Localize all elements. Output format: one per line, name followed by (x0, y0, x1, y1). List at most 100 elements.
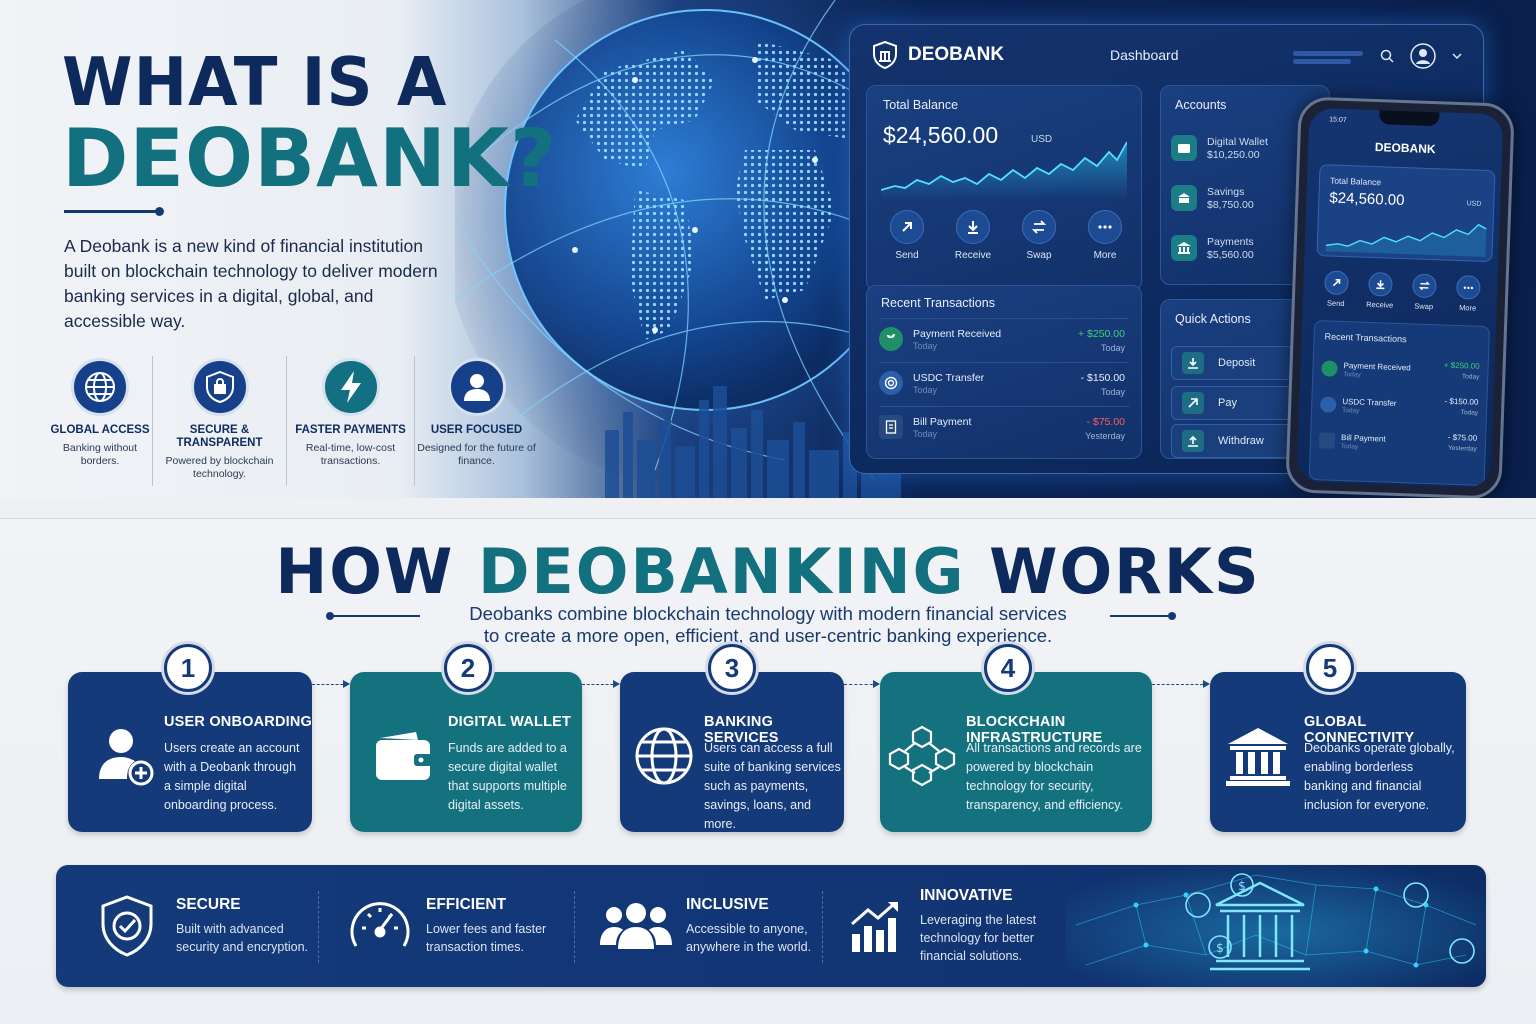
account-value: $10,250.00 (1207, 148, 1260, 161)
feature-desc: Designed for the future of finance. (417, 442, 536, 467)
step-card-global-connectivity: 5 GLOBAL CONNECTIVITY Deobanks operate g… (1210, 644, 1466, 832)
phone-sparkline (1325, 223, 1487, 257)
header-icons (1380, 43, 1462, 69)
hero-title-line2: DEOBANK? (62, 112, 558, 205)
globe-icon (626, 718, 702, 794)
piggy-bank-icon (1171, 185, 1197, 211)
account-item-digital-wallet[interactable]: Digital Wallet$10,250.00 (1171, 128, 1321, 168)
account-name: Payments (1207, 235, 1254, 248)
more-button[interactable]: More (1079, 210, 1131, 261)
arrow-up-right-icon (902, 222, 912, 232)
phone-receive-button[interactable]: Receive (1363, 271, 1398, 310)
account-name: Digital Wallet (1207, 135, 1268, 148)
step-number: 3 (708, 644, 756, 692)
step-title: DIGITAL WALLET (448, 714, 572, 730)
flow-arrow (844, 680, 880, 688)
transaction-name: USDC Transfer (913, 371, 985, 384)
lightning-icon (321, 358, 380, 416)
transaction-date: Today (913, 384, 938, 395)
header-bar (1293, 59, 1351, 64)
feature-global-access: GLOBAL ACCESS Banking without borders. (48, 356, 152, 486)
usdc-coin-icon (879, 370, 903, 395)
accounts-label: Accounts (1175, 98, 1227, 112)
feature-user-focused: USER FOCUSED Designed for the future of … (414, 356, 538, 486)
feature-title: SECURE & TRANSPARENT (176, 424, 263, 449)
dollar-icon: $ (1216, 941, 1224, 955)
quick-action-label: Withdraw (1218, 435, 1264, 447)
step-desc: Users can access a full suite of banking… (704, 741, 841, 831)
balance-amount: $24,560.00 (883, 122, 999, 148)
feature-desc: Banking without borders. (62, 442, 138, 467)
account-value: $5,560.00 (1207, 248, 1254, 261)
action-label: Swap (1026, 250, 1052, 261)
deposit-button[interactable]: Deposit (1171, 346, 1293, 380)
shield-check-icon (101, 895, 153, 957)
swap-button[interactable]: Swap (1013, 210, 1065, 261)
dollar-icon: $ (1238, 879, 1246, 893)
phone-balance-label: Total Balance (1329, 175, 1382, 188)
usdc-coin-icon (1319, 396, 1337, 413)
step-number: 2 (444, 644, 492, 692)
pay-button[interactable]: Pay (1171, 386, 1293, 420)
growth-chart-icon (851, 902, 898, 952)
hero-panel: WHAT IS A DEOBANK? A Deobank is a new ki… (0, 0, 1536, 498)
quick-actions-label: Quick Actions (1175, 312, 1251, 326)
account-value: $8,750.00 (1207, 198, 1254, 211)
header-bar (1293, 51, 1363, 56)
withdraw-button[interactable]: Withdraw (1171, 424, 1293, 458)
feature-row: GLOBAL ACCESS Banking without borders. S… (48, 356, 558, 486)
phone-more-button[interactable]: More (1451, 274, 1486, 313)
feature-secure-transparent: SECURE & TRANSPARENT Powered by blockcha… (152, 356, 286, 486)
avatar-icon[interactable] (1410, 43, 1436, 69)
chevron-down-icon[interactable] (1452, 52, 1462, 60)
total-balance-card: Total Balance $24,560.00 USD Send Receiv… (866, 85, 1142, 291)
feature-faster-payments: FASTER PAYMENTS Real-time, low-cost tran… (286, 356, 414, 486)
step-title: GLOBAL CONNECTIVITY (1304, 714, 1415, 746)
bank-building-icon (1220, 718, 1296, 794)
phone-screen: 15:07 DEOBANK Total Balance $24,560.00 U… (1296, 107, 1504, 489)
step-desc: Funds are added to a secure digital wall… (448, 741, 567, 812)
phone-balance-amount: $24,560.00 (1329, 189, 1405, 210)
balance-sparkline (881, 141, 1127, 200)
plant-money-icon (879, 326, 903, 351)
benefit-divider (574, 891, 575, 963)
phone-balance-currency: USD (1466, 200, 1482, 208)
transactions-label: Recent Transactions (881, 296, 995, 310)
user-add-icon (88, 718, 164, 794)
title-divider (64, 207, 164, 216)
benefit-title: SECURE (176, 896, 241, 913)
hero-intro-text: A Deobank is a new kind of financial ins… (64, 236, 438, 331)
step-title: BLOCKCHAIN INFRASTRUCTURE (966, 714, 1103, 746)
send-button[interactable]: Send (881, 210, 933, 261)
search-icon[interactable] (1380, 49, 1394, 63)
step-desc: All transactions and records are powered… (966, 741, 1142, 812)
step-desc: Deobanks operate globally, enabling bord… (1304, 741, 1455, 812)
phone-brand: DEOBANK (1374, 140, 1436, 157)
receive-button[interactable]: Receive (947, 210, 999, 261)
phone-send-button[interactable]: Send (1319, 270, 1354, 308)
hero-title-line1: WHAT IS A (62, 44, 448, 122)
phone-balance-card: Total Balance $24,560.00 USD (1316, 164, 1496, 263)
benefit-title: INNOVATIVE (920, 887, 1013, 904)
balance-label: Total Balance (883, 98, 959, 112)
user-icon (447, 358, 506, 416)
account-item-payments[interactable]: Payments$5,560.00 (1171, 228, 1321, 268)
phone-swap-button[interactable]: Swap (1407, 273, 1442, 311)
receipt-icon (1318, 432, 1336, 449)
blockchain-cubes-icon (884, 718, 960, 794)
step-card-banking-services: 3 BANKING SERVICES Users can access a fu… (620, 644, 844, 832)
account-item-savings[interactable]: Savings$8,750.00 (1171, 178, 1321, 218)
how-title: HOW DEOBANKING WORKS (275, 535, 1261, 608)
how-subtitle: Deobanks combine blockchain technology w… (469, 603, 1067, 646)
